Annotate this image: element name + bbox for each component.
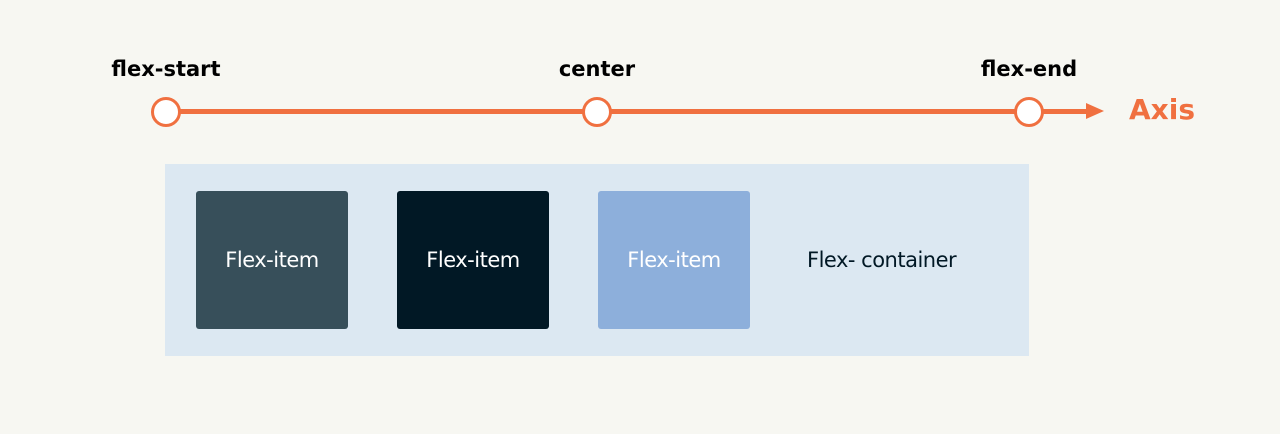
axis-stop-label-flex-start: flex-start	[111, 57, 221, 81]
axis-node-center	[582, 97, 612, 127]
flex-item-3-label: Flex-item	[627, 248, 721, 272]
axis-stop-label-center: center	[558, 57, 636, 81]
flex-item-1: Flex-item	[196, 191, 348, 329]
axis-node-flex-start	[151, 97, 181, 127]
axis-title: Axis	[1129, 93, 1195, 126]
flex-item-3: Flex-item	[598, 191, 750, 329]
axis-stop-label-flex-end: flex-end	[980, 57, 1078, 81]
flex-container-label: Flex- container	[807, 248, 957, 272]
flex-item-2-label: Flex-item	[426, 248, 520, 272]
axis-node-flex-end	[1014, 97, 1044, 127]
main-axis-line	[166, 109, 1090, 114]
flex-item-1-label: Flex-item	[225, 248, 319, 272]
axis-arrowhead-icon	[1086, 103, 1104, 119]
flex-item-2: Flex-item	[397, 191, 549, 329]
